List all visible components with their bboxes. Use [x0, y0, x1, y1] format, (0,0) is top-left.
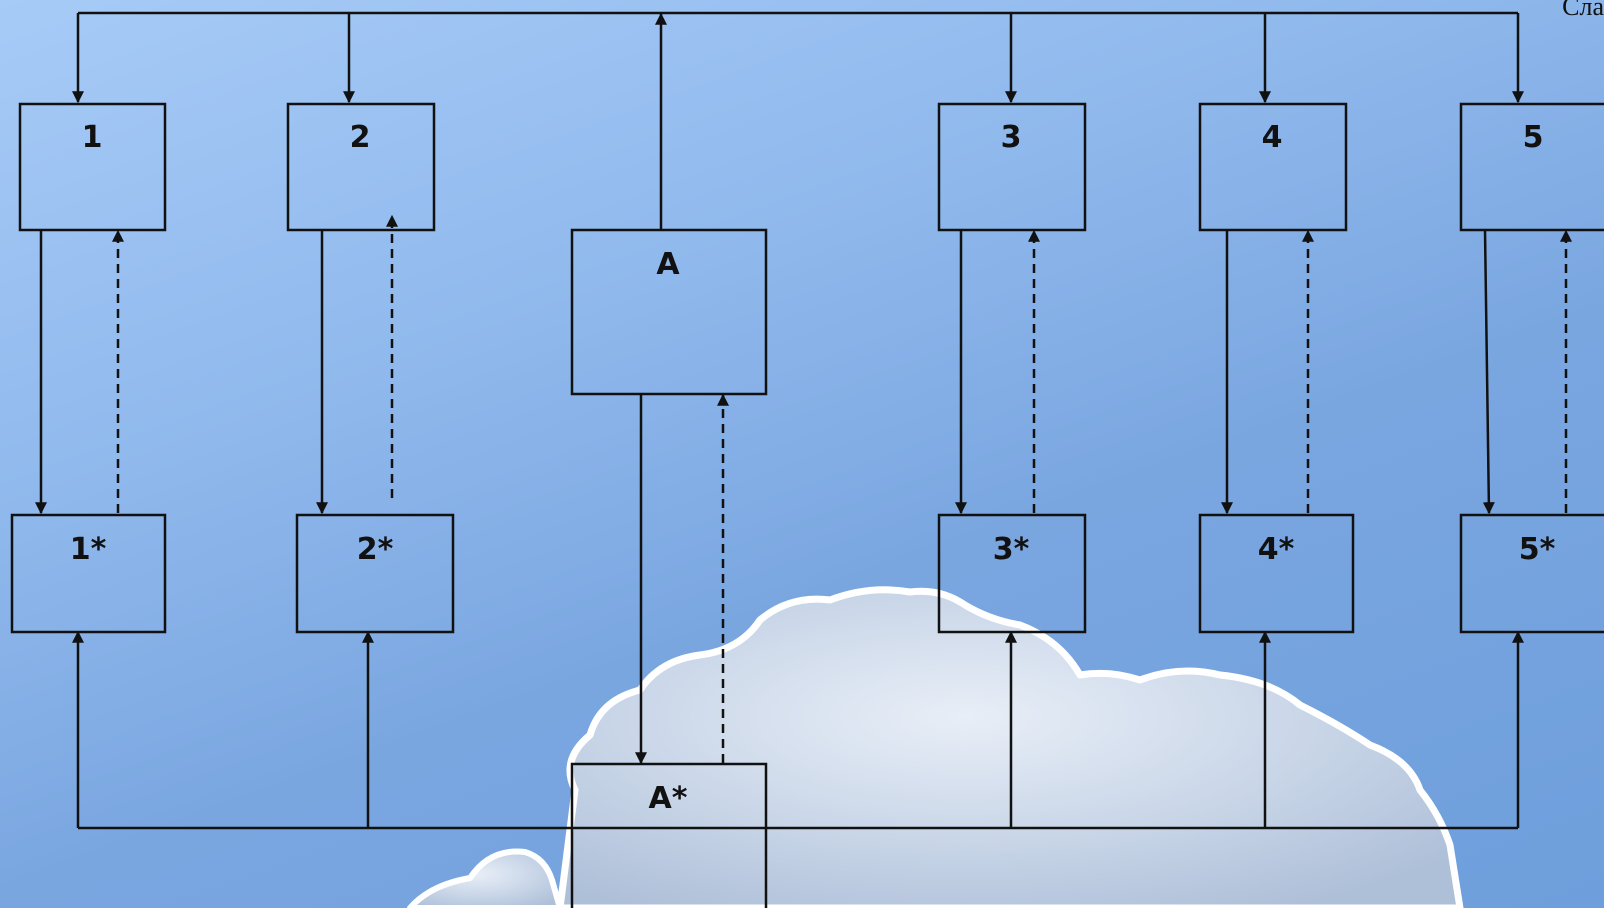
box-A-label: A: [656, 247, 680, 282]
slide-corner-text: Сла: [1562, 0, 1604, 21]
box-4: [1198, 102, 1348, 232]
box-A: [570, 228, 768, 396]
box-5star-label: 5*: [1519, 532, 1556, 567]
box-3-label: 3: [1001, 120, 1022, 155]
box-2: [286, 102, 436, 232]
box-2-label: 2: [350, 120, 371, 155]
box-2star: [295, 513, 455, 634]
box-Astar: [570, 762, 768, 908]
box-1-label: 1: [82, 120, 103, 155]
box-1star: [10, 513, 167, 634]
box-3star-label: 3*: [993, 532, 1030, 567]
cloud-image: [407, 586, 1464, 908]
box-5-label: 5: [1523, 120, 1544, 155]
box-1star-label: 1*: [70, 532, 107, 567]
box-2star-label: 2*: [357, 532, 394, 567]
box-5star: [1459, 513, 1604, 634]
box-3star: [937, 513, 1087, 634]
arrow-5-to-5star: [1482, 229, 1495, 515]
box-1: [18, 102, 167, 232]
box-4-label: 4: [1262, 120, 1283, 155]
connectors: [35, 11, 1572, 830]
box-3: [937, 102, 1087, 232]
box-Astar-label: A*: [649, 781, 688, 816]
box-5: [1459, 102, 1604, 232]
box-4star: [1198, 513, 1355, 634]
box-4star-label: 4*: [1258, 532, 1295, 567]
